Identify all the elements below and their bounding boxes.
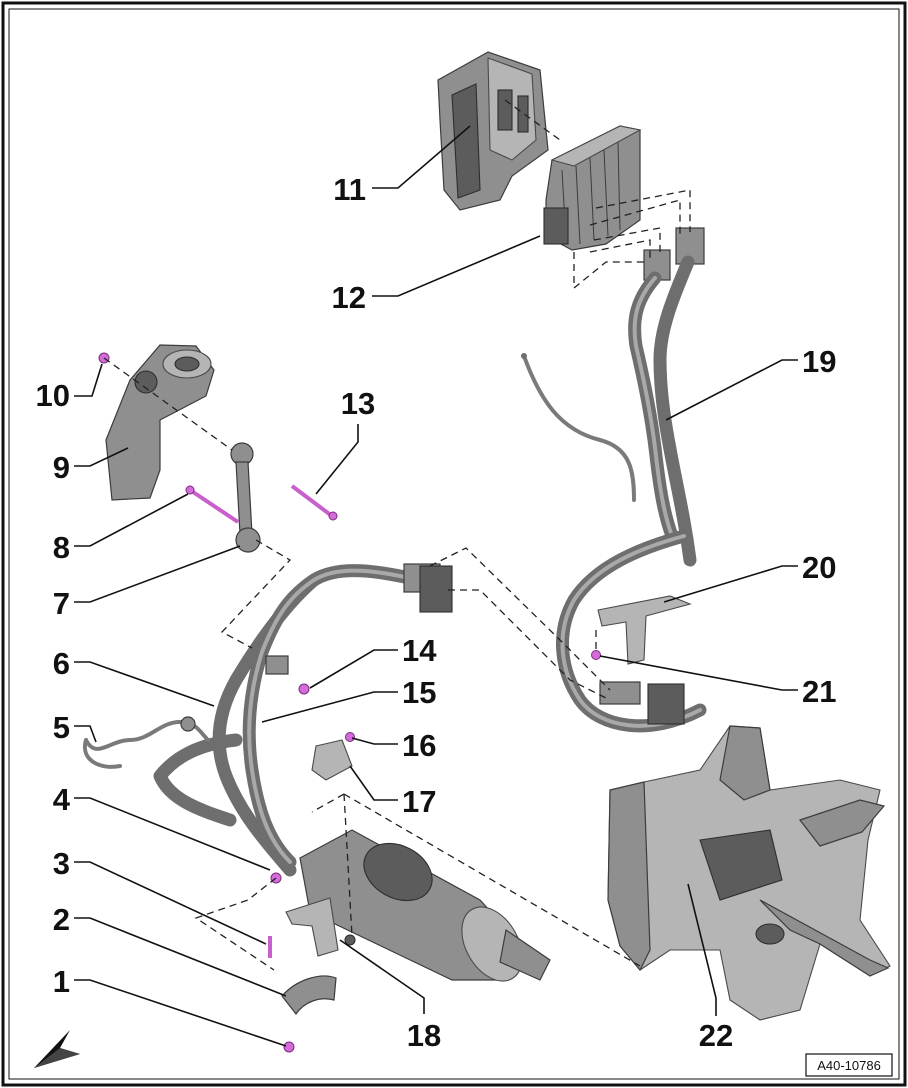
callout-2: 2	[53, 902, 70, 937]
part-17-bracket	[311, 739, 353, 781]
callout-1: 1	[53, 964, 70, 999]
callout-16: 16	[402, 728, 436, 763]
part-1-bolt	[283, 1041, 295, 1053]
view-direction-arrow-icon	[34, 1030, 80, 1068]
callout-21: 21	[802, 674, 836, 709]
callout-13: 13	[341, 386, 375, 421]
part-22-subframe	[607, 725, 891, 1021]
part-11-bracket	[437, 51, 549, 211]
part-7-coupling-rod	[230, 442, 261, 553]
part-2-clamp	[281, 975, 337, 1016]
part-14-bolt	[298, 683, 310, 695]
harness-19-connectors	[643, 227, 705, 281]
leader-lines	[74, 125, 798, 1047]
callout-14: 14	[402, 633, 437, 668]
callout-6: 6	[53, 646, 70, 681]
connector-dash-lines	[504, 99, 691, 290]
steering-motor	[299, 829, 551, 982]
callout-labels: 11 12 10 9 8 7 13 6 5 4 3 2 1 14 15 16 1…	[36, 172, 837, 1053]
part-21-bolt	[591, 650, 601, 660]
callout-8: 8	[53, 530, 70, 565]
part-13-bolt-head	[328, 511, 338, 521]
reference-dash-lines	[103, 357, 641, 971]
part-8-bolt	[188, 488, 240, 524]
part-16-bolt	[345, 732, 355, 742]
callout-17: 17	[402, 784, 436, 819]
callout-19: 19	[802, 344, 836, 379]
callout-22: 22	[699, 1018, 733, 1053]
callout-15: 15	[402, 675, 436, 710]
part-5-sensor-wire	[82, 716, 210, 769]
part-18-bracket	[285, 897, 356, 957]
callout-4: 4	[53, 782, 71, 817]
callout-9: 9	[53, 450, 70, 485]
callout-3: 3	[53, 846, 70, 881]
part-9-bracket	[105, 344, 215, 501]
callout-11: 11	[333, 172, 366, 207]
callout-18: 18	[407, 1018, 441, 1053]
figure-id: A40-10786	[817, 1058, 881, 1073]
part-12-control-unit	[543, 125, 642, 251]
part-13-bolt	[290, 484, 334, 518]
diagram-inner-border	[8, 8, 900, 1080]
callout-5: 5	[53, 710, 70, 745]
part-19-harness	[521, 255, 697, 567]
figure-id-box: A40-10786	[805, 1053, 893, 1077]
callout-10: 10	[36, 378, 70, 413]
callout-12: 12	[332, 280, 366, 315]
harness-lower-loop	[556, 529, 707, 733]
part-8-bolt-head	[185, 485, 195, 495]
callout-20: 20	[802, 550, 836, 585]
callout-7: 7	[53, 586, 70, 621]
part-15-harness	[153, 563, 453, 877]
